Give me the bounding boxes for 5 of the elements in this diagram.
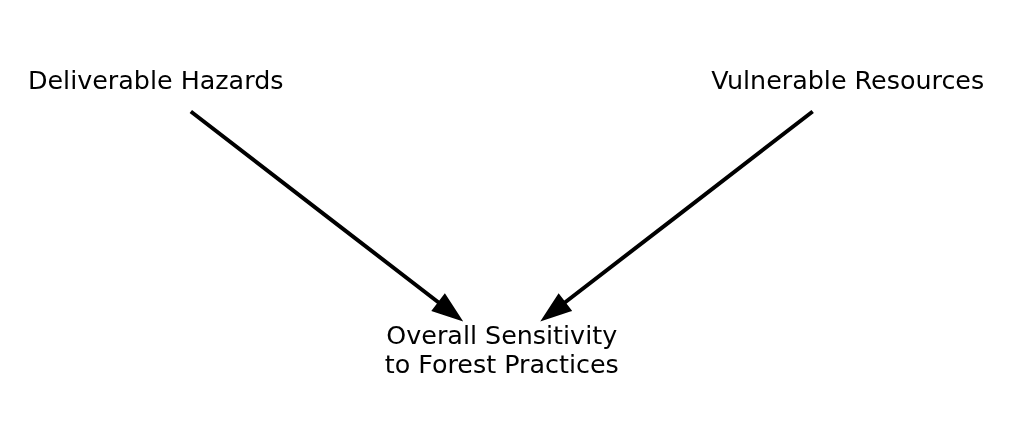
arrow: [540, 109, 814, 321]
node-text: Vulnerable Resources: [711, 64, 985, 95]
arrow: [189, 109, 464, 321]
node-text: Overall Sensitivity to Forest Practices: [384, 319, 619, 379]
node-text: Deliverable Hazards: [27, 64, 284, 95]
